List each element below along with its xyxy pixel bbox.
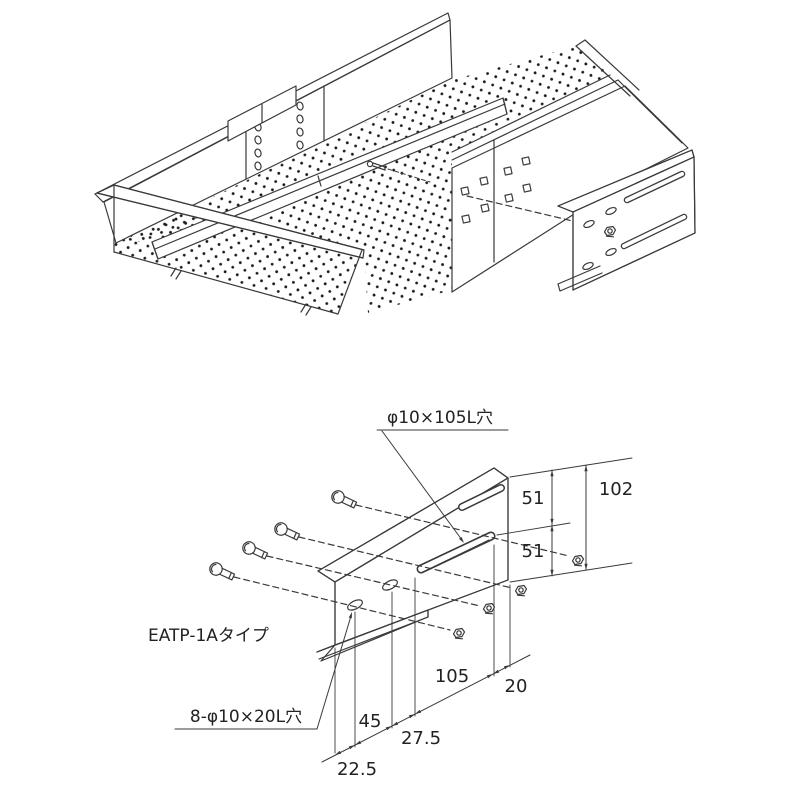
nut <box>514 584 528 597</box>
far-rail-flange <box>94 12 451 203</box>
nut <box>452 627 466 640</box>
bolt <box>331 490 358 509</box>
dim-upper-gap: 51 <box>522 488 545 509</box>
square-holes <box>460 156 532 224</box>
plate-long-slots <box>620 170 688 250</box>
dim-lower-gap: 51 <box>522 541 545 562</box>
perforated-side-wall <box>114 185 362 314</box>
tray-isometric-view <box>94 12 696 316</box>
oval-hole <box>347 599 363 611</box>
dimension-baseline <box>321 654 531 763</box>
long-slot <box>416 531 496 574</box>
nut <box>603 225 617 238</box>
dim-edge-margin: 22.5 <box>337 759 377 780</box>
perforated-floor <box>114 46 610 314</box>
nut <box>571 554 585 567</box>
connector-plate-exploded-view <box>174 429 633 763</box>
splice-round-holes <box>254 101 304 171</box>
plate-oval-holes <box>582 206 617 271</box>
long-slot <box>458 484 505 511</box>
connector-plate <box>316 467 509 662</box>
bolt <box>242 541 269 560</box>
dim-slot-offset: 27.5 <box>401 728 441 749</box>
floor-bolt <box>366 160 431 183</box>
bolts <box>209 490 358 581</box>
nut <box>482 602 496 615</box>
left-wall-flange <box>96 184 365 316</box>
height-dimensions <box>496 457 633 583</box>
bolt <box>274 522 301 541</box>
small-holes-callout: 8-φ10×20L穴 <box>190 707 302 727</box>
bolt <box>209 562 236 581</box>
long-slot-callout: φ10×105L穴 <box>387 408 493 428</box>
bolt-assembly-lines <box>233 504 570 631</box>
type-label: EATP-1Aタイプ <box>148 626 269 646</box>
nuts <box>452 554 585 640</box>
dim-total-height: 102 <box>599 479 633 500</box>
drawing-text: φ10×105L穴 8-φ10×20L穴 EATP-1Aタイプ 51 51 10… <box>148 408 633 780</box>
dim-hole-pitch: 45 <box>359 711 382 732</box>
callout-leaders <box>174 429 509 730</box>
extension-lines <box>334 544 511 754</box>
right-wall <box>451 39 689 293</box>
dim-end-margin: 20 <box>505 676 528 697</box>
dim-slot-length: 105 <box>435 666 469 687</box>
connector-plate-top-view <box>557 149 696 292</box>
